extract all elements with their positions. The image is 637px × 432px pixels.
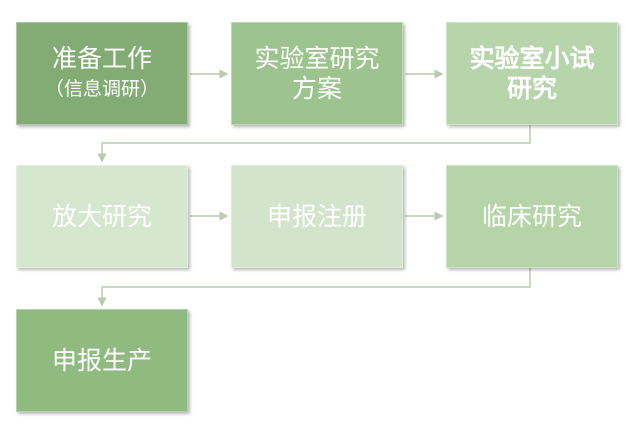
- step-box-lab-pilot-study: 实验室小试 研究: [446, 22, 618, 125]
- step-label: 准备工作: [51, 43, 152, 73]
- arrow-step3-to-step4: [97, 125, 531, 163]
- step-label: 临床研究: [481, 201, 582, 231]
- step-label: 申报生产: [51, 345, 152, 375]
- step-sublabel: （信息调研）: [44, 77, 159, 100]
- step-label: 研究: [506, 73, 557, 103]
- step-label: 方案: [291, 73, 342, 103]
- step-box-production: 申报生产: [16, 309, 188, 412]
- arrow-step6-to-step7: [97, 267, 531, 307]
- step-box-lab-research-plan: 实验室研究 方案: [231, 22, 403, 125]
- step-label: 实验室研究: [254, 43, 380, 73]
- step-label: 申报注册: [266, 201, 367, 231]
- step-label: 放大研究: [51, 201, 152, 231]
- step-box-preparation: 准备工作 （信息调研）: [16, 22, 188, 125]
- step-label: 实验室小试: [469, 43, 595, 73]
- step-box-clinical-research: 临床研究: [446, 165, 618, 268]
- step-box-scale-up: 放大研究: [16, 165, 188, 268]
- step-box-registration: 申报注册: [231, 165, 403, 268]
